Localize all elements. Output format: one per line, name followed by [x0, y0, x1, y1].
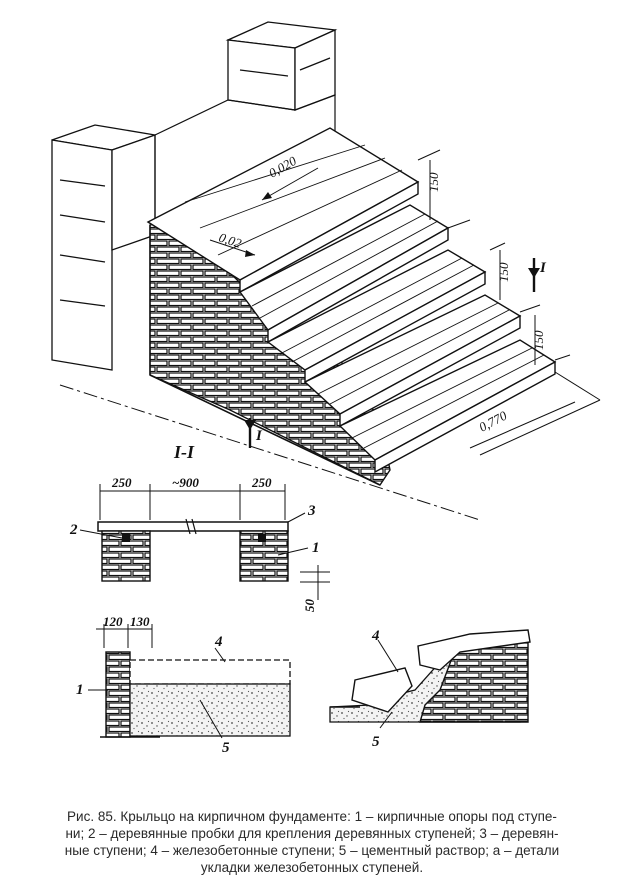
cut-mark-lower: I	[244, 418, 263, 448]
support-right-dim: 250	[251, 475, 272, 490]
support-left-dim: 250	[111, 475, 132, 490]
callout-3: 3	[307, 503, 316, 519]
svg-text:I: I	[255, 428, 263, 444]
wood-plug-left	[122, 534, 130, 542]
offset-dim: 130	[130, 614, 150, 629]
riser-3-label: 150	[531, 330, 546, 350]
section-view: 250 ~900 250 2 3 1 50	[69, 475, 330, 612]
detail-concrete-step-left: 120 130 4 5 1	[76, 614, 291, 756]
brick-wall-dim: 120	[103, 614, 123, 629]
caption-line-1: Рис. 85. Крыльцо на кирпичном фундаменте…	[67, 809, 557, 824]
callout-5a: 5	[222, 740, 230, 756]
callout-2: 2	[69, 522, 78, 538]
wood-plug-right	[258, 534, 266, 542]
detail-concrete-step-right: 4 5	[329, 628, 531, 750]
concrete-slab	[129, 659, 291, 685]
gap-dim: 50	[302, 599, 317, 613]
slope-side-annotation: 0,02	[209, 230, 256, 257]
mortar-bed	[129, 683, 291, 737]
porch-isometric: 0,020 0,02 150 150 150 0,770	[51, 21, 601, 521]
brick-column	[105, 651, 131, 738]
porch-diagram: 0,020 0,02 150 150 150 0,770	[51, 21, 601, 756]
figure-caption: Рис. 85. Крыльцо на кирпичном фундаменте…	[22, 808, 602, 876]
caption-line-3: ные ступени; 4 – железобетонные ступени;…	[64, 843, 560, 858]
riser-dimensions	[417, 149, 571, 365]
cut-mark-upper: I	[528, 258, 547, 292]
callout-1b: 1	[76, 682, 84, 698]
callout-4a: 4	[214, 634, 223, 650]
riser-1-label: 150	[426, 172, 441, 192]
section-title: I-I	[173, 442, 195, 462]
callout-1a: 1	[312, 540, 320, 556]
tread-width-dimension	[469, 371, 601, 456]
span-dim: ~900	[172, 475, 199, 490]
riser-2-label: 150	[496, 262, 511, 282]
wooden-steps	[146, 127, 557, 474]
callout-4b: 4	[371, 628, 380, 644]
wall-pillar-upper	[225, 21, 338, 111]
svg-text:I: I	[539, 260, 547, 276]
concrete-step-upper	[417, 629, 531, 671]
caption-line-2: ни; 2 – деревянные пробки для крепления …	[65, 826, 559, 841]
callout-5b: 5	[372, 734, 380, 750]
axis-line	[59, 384, 481, 521]
wall-pillar-left	[51, 124, 156, 371]
slope-side-label: 0,02	[217, 230, 244, 251]
caption-line-4: укладки железобетонных ступеней.	[200, 860, 424, 875]
